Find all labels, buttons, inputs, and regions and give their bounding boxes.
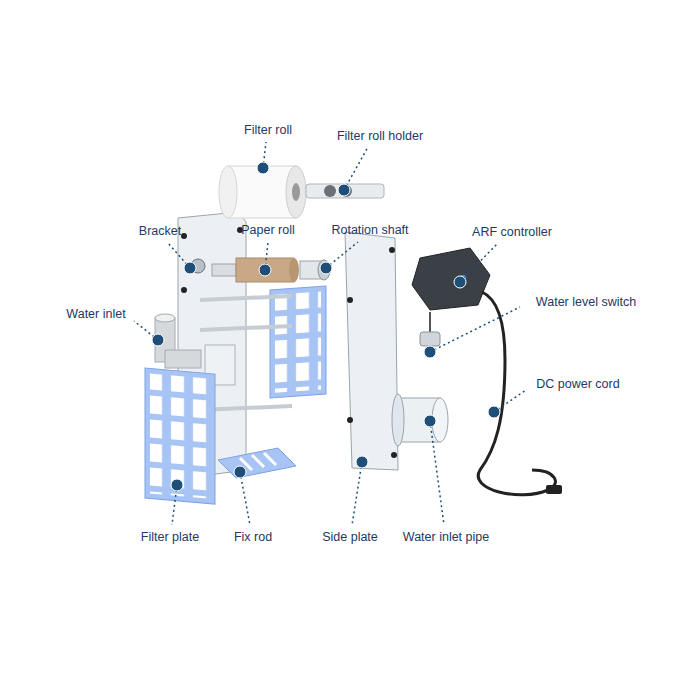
elbow-mouth (155, 314, 175, 322)
side-plate (345, 232, 398, 470)
leader-lines (134, 142, 526, 525)
callout-dots (152, 162, 500, 491)
roll-core (292, 183, 300, 201)
leader-line (460, 243, 498, 282)
filter-roll-holder (306, 184, 384, 198)
part-label: Water inlet pipe (403, 530, 489, 545)
callout-dot (424, 415, 436, 427)
callout-dot (424, 346, 436, 358)
rod (200, 326, 292, 330)
screw (391, 452, 397, 458)
arf-controller (412, 248, 490, 310)
callout-dot (152, 334, 164, 346)
screw (347, 417, 353, 423)
screw (347, 297, 353, 303)
roll-end (289, 258, 299, 282)
switch-body (420, 332, 440, 346)
screw (181, 233, 187, 239)
roll-body (236, 258, 294, 282)
plate-slot (264, 453, 276, 465)
plate-slots (275, 291, 321, 392)
plate-body (145, 368, 215, 504)
pipe-flange (392, 394, 404, 446)
part-label: Water level switch (536, 295, 636, 310)
filter-plate-bottom (218, 448, 296, 478)
filter-plate-back (270, 286, 326, 398)
callout-dot (488, 406, 500, 418)
shaft-end (212, 264, 236, 276)
callout-dot (257, 162, 269, 174)
holder-body (306, 184, 384, 198)
part-label: Filter roll (244, 123, 292, 138)
callout-dot (234, 466, 246, 478)
leader-line (240, 472, 250, 525)
part-label: Paper roll (241, 223, 295, 238)
callout-dot (356, 456, 368, 468)
plate-slots (150, 373, 210, 498)
leader-line (344, 147, 368, 190)
plate-body (270, 286, 326, 398)
water-inlet-pipe (392, 394, 448, 446)
part-label: Filter plate (141, 530, 199, 545)
part-label: Side plate (322, 530, 378, 545)
roll-end (286, 166, 306, 218)
screw (389, 247, 395, 253)
water-level-switch (420, 312, 440, 346)
callout-dot (320, 262, 332, 274)
callout-dot (454, 276, 466, 288)
plate-body (218, 448, 296, 478)
plate-slot (252, 455, 264, 467)
part-label: DC power cord (536, 377, 619, 392)
leader-line (430, 307, 520, 352)
leader-line (430, 421, 444, 525)
part-label: Filter roll holder (337, 129, 423, 144)
controller-body (412, 248, 490, 310)
screw (181, 287, 187, 293)
elbow-run (165, 350, 201, 368)
part-label: Water inlet (66, 307, 125, 322)
part-label: ARF controller (472, 225, 552, 240)
callout-dot (171, 479, 183, 491)
callout-dot (259, 264, 271, 276)
leader-line (352, 462, 362, 525)
cord-plug (546, 485, 562, 494)
part-label: Fix rod (234, 530, 272, 545)
callout-dot (338, 184, 350, 196)
paper-roll (212, 258, 299, 282)
callout-dot (184, 262, 196, 274)
filter-plate-front (145, 368, 215, 504)
switch-stem (429, 312, 431, 332)
roll-end (219, 166, 237, 218)
holder-knob (324, 185, 336, 197)
part-label: Bracket (139, 224, 181, 239)
part-label: Rotation shaft (331, 223, 408, 238)
rod (200, 296, 292, 300)
